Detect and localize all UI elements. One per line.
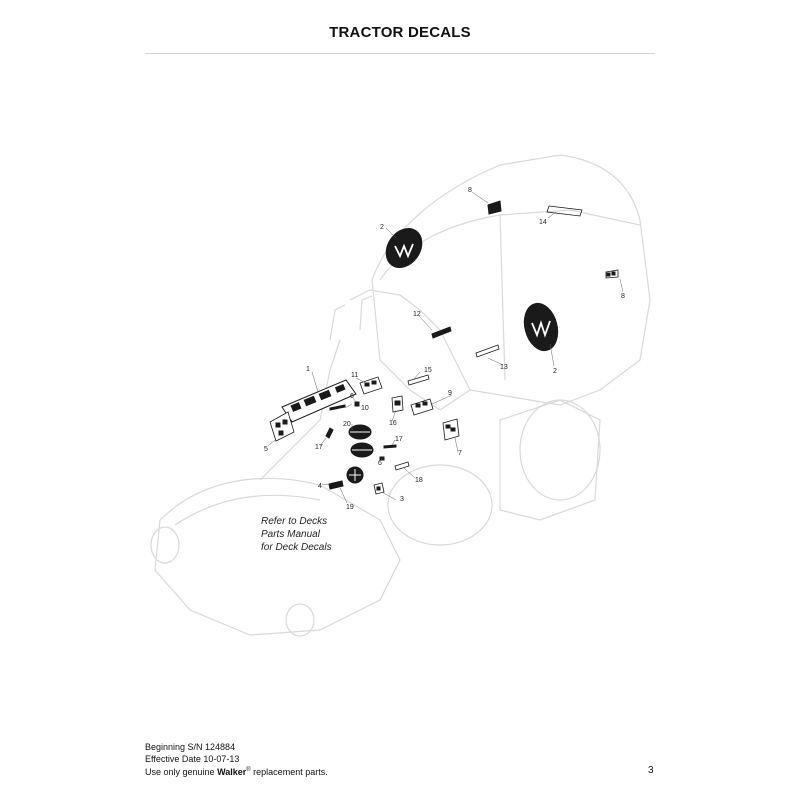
- leader-lines: [267, 191, 624, 504]
- walker-logo-decal-left: [385, 228, 423, 268]
- callout-15: 15: [424, 367, 432, 374]
- deck-outline: [154, 477, 401, 636]
- body-outline: [349, 289, 471, 391]
- title-divider: [145, 53, 655, 54]
- registered-mark: ®: [246, 767, 251, 773]
- callout-4: 4: [318, 483, 322, 490]
- callout-6-lower: 6: [378, 460, 382, 467]
- round-decal: [346, 466, 364, 484]
- callout-2-left: 2: [380, 224, 384, 231]
- note-line-1: Refer to Decks: [261, 516, 328, 527]
- callout-3: 3: [400, 496, 404, 503]
- callout-9: 9: [448, 390, 452, 397]
- callout-14: 14: [539, 219, 547, 226]
- callout-17-left: 17: [315, 444, 323, 451]
- footer: Beginning S/N 124884 Effective Date 10-0…: [145, 742, 328, 779]
- decal-18: [394, 461, 410, 471]
- callout-2-right: 2: [553, 368, 557, 375]
- callout-8-right: 8: [621, 293, 625, 300]
- notice-prefix: Use only genuine: [145, 767, 218, 777]
- decal-15: [407, 374, 430, 386]
- effective-date: Effective Date 10-07-13: [145, 753, 240, 764]
- page-number: 3: [648, 765, 654, 776]
- callout-20: 20: [343, 421, 351, 428]
- decal-6-upper: [354, 401, 360, 407]
- decal-5: [269, 411, 295, 442]
- note-line-2: Parts Manual: [261, 529, 320, 540]
- note-line-3: for Deck Decals: [261, 542, 332, 553]
- callout-labels: 1 2 2 3 4 5 6 6 7 8 8 9 10 11 12 13 14 1…: [264, 187, 625, 511]
- rear-wheel-outline: [387, 464, 493, 546]
- hopper-outline: [371, 154, 651, 411]
- callout-8-top: 8: [468, 187, 472, 194]
- decal-8-top: [487, 200, 502, 215]
- callout-1: 1: [306, 366, 310, 373]
- tractor-outline: [150, 154, 651, 637]
- decal-10: [329, 404, 346, 411]
- decal-20-knobs: [348, 424, 374, 458]
- decal-13: [475, 344, 500, 358]
- notice-suffix: replacement parts.: [250, 767, 328, 777]
- callout-19: 19: [346, 504, 354, 511]
- callout-5: 5: [264, 446, 268, 453]
- callout-6-upper: 6: [350, 393, 354, 400]
- callout-13: 13: [500, 364, 508, 371]
- serial-number: Beginning S/N 124884: [145, 742, 236, 752]
- decal-9: [410, 398, 434, 416]
- replacement-parts-notice: Use only genuine Walker® replacement par…: [145, 765, 328, 779]
- deck-decals-note: Refer to Decks Parts Manual for Deck Dec…: [261, 515, 332, 554]
- walker-logo-decal-right: [523, 302, 559, 352]
- callout-16: 16: [389, 420, 397, 427]
- decal-1-dash-panel: [281, 379, 357, 423]
- decal-17-left: [325, 427, 334, 439]
- brand-name: Walker: [217, 767, 247, 777]
- decal-7: [442, 418, 460, 441]
- decal-17-right: [383, 444, 397, 449]
- callout-10: 10: [361, 405, 369, 412]
- decal-3: [373, 482, 385, 495]
- callout-12: 12: [413, 311, 421, 318]
- page-title: TRACTOR DECALS: [329, 24, 471, 41]
- callout-17-right: 17: [395, 436, 403, 443]
- decal-8-right: [605, 269, 619, 279]
- callout-18: 18: [415, 477, 423, 484]
- callout-11: 11: [351, 372, 358, 379]
- callout-7: 7: [458, 450, 462, 457]
- decal-11: [359, 376, 383, 395]
- decal-12: [431, 326, 452, 339]
- decal-16: [391, 395, 404, 413]
- decals: [269, 200, 619, 495]
- decal-14: [546, 205, 583, 217]
- decal-4: [328, 480, 344, 490]
